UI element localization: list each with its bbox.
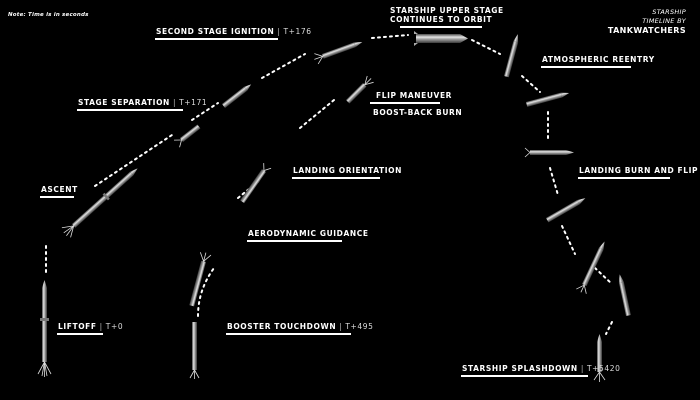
booster-return-trajectory bbox=[197, 99, 335, 317]
second-stage-ignition-label: SECOND STAGE IGNITION|T+176 bbox=[156, 27, 312, 36]
landing-burn-ship bbox=[546, 198, 586, 223]
landing-orientation-underline bbox=[292, 177, 380, 179]
time-note: Note: Time is in seconds bbox=[8, 12, 89, 18]
ascent-trajectory bbox=[45, 34, 613, 335]
belly-flop-ship bbox=[524, 147, 574, 158]
reentry-path bbox=[521, 75, 541, 93]
upper-stage-label-line1: STARSHIP UPPER STAGE bbox=[390, 6, 504, 15]
full-stack-liftoff-rocket bbox=[37, 280, 52, 377]
atmospheric-reentry-label: ATMOSPHERIC REENTRY bbox=[542, 55, 655, 64]
landing-burn-flip-label: LANDING BURN AND FLIP bbox=[579, 166, 699, 175]
descent-path bbox=[549, 167, 559, 196]
booster-touchdown-label: BOOSTER TOUCHDOWN|T+495 bbox=[227, 322, 374, 331]
stage-separation-underline bbox=[77, 109, 183, 111]
splashdown-label: STARSHIP SPLASHDOWN|T+5420 bbox=[462, 364, 621, 373]
splashdown-ship bbox=[593, 334, 606, 382]
second-stage-ship bbox=[314, 41, 363, 65]
second-stage-ignition-underline bbox=[155, 38, 278, 40]
ascent-underline bbox=[40, 196, 74, 198]
landing-burn-flip-underline bbox=[578, 177, 670, 179]
upper-stage-label-line2: CONTINUES TO ORBIT bbox=[390, 15, 493, 24]
flipping-ship bbox=[576, 241, 605, 294]
reentry-ship bbox=[526, 92, 570, 107]
stage-separation-label: STAGE SEPARATION|T+171 bbox=[78, 98, 208, 107]
splashdown-underline bbox=[461, 375, 588, 377]
boost-back-burn-label: BOOST-BACK BURN bbox=[373, 108, 463, 117]
ascent-to-separation-path bbox=[94, 134, 173, 187]
ascent-rocket bbox=[61, 168, 138, 238]
brand-block: STARSHIP TIMELINE BY TANKWATCHERS bbox=[608, 8, 686, 35]
flip-maneuver-booster bbox=[346, 75, 374, 104]
brand-line-1: STARSHIP bbox=[652, 8, 686, 16]
brand-line-2: TIMELINE BY bbox=[642, 17, 686, 25]
liftoff-label: LIFTOFF|T+0 bbox=[58, 322, 124, 331]
ignition-path bbox=[261, 53, 306, 79]
landing-orientation-label: LANDING ORIENTATION bbox=[293, 166, 402, 175]
landing-burn-path bbox=[561, 225, 576, 255]
stage-separation-booster bbox=[174, 124, 201, 148]
atmospheric-reentry-underline bbox=[541, 66, 631, 68]
booster-touchdown-rocket bbox=[189, 322, 200, 379]
flip-maneuver-label: FLIP MANEUVER bbox=[376, 91, 453, 100]
stage-separation-ship bbox=[222, 84, 252, 108]
aerodynamic-guidance-underline bbox=[247, 240, 342, 242]
aerodynamic-guidance-label: AERODYNAMIC GUIDANCE bbox=[248, 229, 369, 238]
separation-to-ignition-path bbox=[191, 102, 219, 121]
final-descent-ship bbox=[618, 274, 631, 316]
booster-touchdown-underline bbox=[226, 333, 351, 335]
flip-path bbox=[594, 267, 613, 285]
orbit-ship bbox=[414, 31, 468, 46]
landing-orientation-booster bbox=[240, 163, 272, 204]
flip-maneuver-underline bbox=[370, 102, 440, 104]
orbit-departure-path bbox=[471, 39, 501, 55]
ascent-label: ASCENT bbox=[41, 185, 78, 194]
liftoff-underline bbox=[57, 333, 103, 335]
guidance-to-touchdown-path bbox=[197, 267, 215, 317]
aerodynamic-guidance-booster bbox=[189, 252, 212, 307]
orbit-approach-path bbox=[371, 34, 409, 39]
descent-ship-1 bbox=[504, 34, 519, 78]
flipback-path bbox=[299, 99, 335, 129]
splashdown-path bbox=[605, 321, 613, 335]
upper-stage-underline bbox=[400, 26, 482, 28]
brand-name: TANKWATCHERS bbox=[607, 26, 686, 35]
